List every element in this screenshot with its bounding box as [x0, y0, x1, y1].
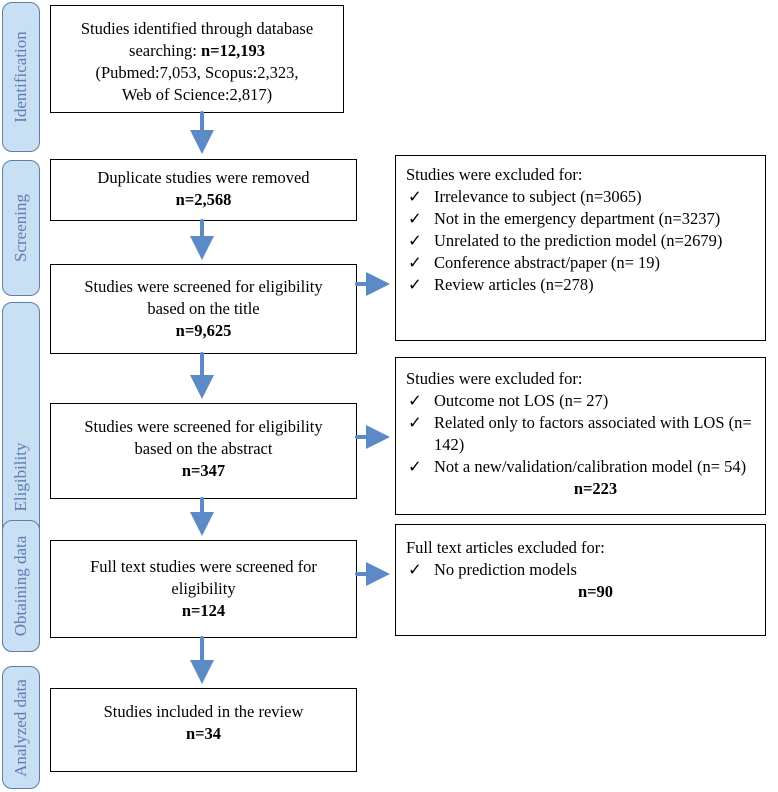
- exclusion-list: ✓ No prediction models: [406, 559, 755, 581]
- box-text: eligibility: [171, 579, 236, 598]
- box-text: Studies were screened for eligibility: [84, 277, 323, 296]
- exclusion-text: Outcome not LOS (n= 27): [434, 391, 609, 410]
- exclusion-item: ✓ Unrelated to the prediction model (n=26…: [406, 230, 755, 252]
- exclusion-item: ✓ Outcome not LOS (n= 27): [406, 390, 755, 412]
- exclusion-fulltext-box: Full text articles excluded for: ✓ No pre…: [395, 524, 766, 636]
- included-box: Studies included in the review n=34: [50, 688, 357, 772]
- exclusion-item: ✓ No prediction models: [406, 559, 755, 581]
- check-icon: ✓: [408, 253, 422, 272]
- box-text: Full text studies were screened for: [90, 557, 317, 576]
- title-screen-box: Studies were screened for eligibility ba…: [50, 264, 357, 354]
- exclusion-text: No prediction models: [434, 560, 577, 579]
- box-text: Studies included in the review: [103, 702, 304, 721]
- check-icon: ✓: [408, 275, 422, 294]
- exclusion-item: ✓ Review articles (n=278): [406, 274, 755, 296]
- phase-screening: Screening: [2, 160, 40, 296]
- check-icon: ✓: [408, 231, 422, 250]
- box-text-part: searching:: [129, 41, 201, 60]
- box-text: Studies were screened for eligibility: [84, 417, 323, 436]
- exclusion-item: ✓ Irrelevance to subject (n=3065): [406, 186, 755, 208]
- box-text: Web of Science:2,817): [121, 85, 273, 104]
- box-text: Studies identified through database: [80, 19, 314, 38]
- identified-box: Studies identified through database sear…: [50, 5, 344, 113]
- check-icon: ✓: [408, 391, 422, 410]
- check-icon: ✓: [408, 413, 422, 432]
- exclusion-total: n=90: [577, 582, 614, 601]
- duplicates-box: Duplicate studies were removed n=2,568: [50, 159, 357, 221]
- exclusion-heading: Studies were excluded for:: [406, 165, 583, 184]
- included-count: n=34: [185, 724, 222, 743]
- check-icon: ✓: [408, 209, 422, 228]
- box-text: (Pubmed:7,053, Scopus:2,323,: [95, 63, 299, 82]
- phase-obtaining-data: Obtaining data: [2, 520, 40, 652]
- exclusion-text: 142): [434, 435, 465, 454]
- phase-identification: Identification: [2, 2, 40, 152]
- exclusion-item: ✓ Not a new/validation/calibration model …: [406, 456, 755, 478]
- box-text: based on the title: [147, 299, 260, 318]
- title-screen-count: n=9,625: [175, 321, 232, 340]
- exclusion-item-continued: 142): [406, 434, 755, 456]
- identified-count: n=12,193: [200, 41, 265, 60]
- fulltext-screen-box: Full text studies were screened for elig…: [50, 540, 357, 638]
- exclusion-list: ✓ Outcome not LOS (n= 27) ✓ Related only t…: [406, 390, 755, 478]
- abstract-screen-count: n=347: [181, 461, 226, 480]
- exclusion-text: Review articles (n=278): [434, 275, 594, 294]
- exclusion-text: Not a new/validation/calibration model (…: [434, 457, 747, 476]
- check-icon: ✓: [408, 560, 422, 579]
- fulltext-screen-count: n=124: [181, 601, 226, 620]
- exclusion-item: ✓ Related only to factors associated with…: [406, 412, 755, 434]
- exclusion-text: Unrelated to the prediction model (n=267…: [434, 231, 723, 250]
- exclusion-abstract-box: Studies were excluded for: ✓ Outcome not …: [395, 357, 766, 515]
- check-icon: ✓: [408, 457, 422, 476]
- exclusion-list: ✓ Irrelevance to subject (n=3065) ✓ Not in…: [406, 186, 755, 296]
- exclusion-text: Conference abstract/paper (n= 19): [434, 253, 660, 272]
- exclusion-heading: Full text articles excluded for:: [406, 538, 605, 557]
- box-text: Duplicate studies were removed: [97, 168, 310, 187]
- exclusion-total: n=223: [573, 479, 618, 498]
- box-text: searching: n=12,193: [51, 40, 343, 62]
- exclusion-item: ✓ Conference abstract/paper (n= 19): [406, 252, 755, 274]
- exclusion-text: Related only to factors associated with …: [434, 413, 752, 432]
- duplicates-count: n=2,568: [175, 190, 232, 209]
- abstract-screen-box: Studies were screened for eligibility ba…: [50, 403, 357, 499]
- exclusion-text: Irrelevance to subject (n=3065): [434, 187, 642, 206]
- check-icon: ✓: [408, 187, 422, 206]
- phase-analyzed-data: Analyzed data: [2, 666, 40, 789]
- exclusion-text: Not in the emergency department (n=3237): [434, 209, 721, 228]
- exclusion-title-box: Studies were excluded for: ✓ Irrelevance …: [395, 155, 766, 341]
- exclusion-heading: Studies were excluded for:: [406, 369, 583, 388]
- exclusion-item: ✓ Not in the emergency department (n=3237…: [406, 208, 755, 230]
- box-text: based on the abstract: [134, 439, 273, 458]
